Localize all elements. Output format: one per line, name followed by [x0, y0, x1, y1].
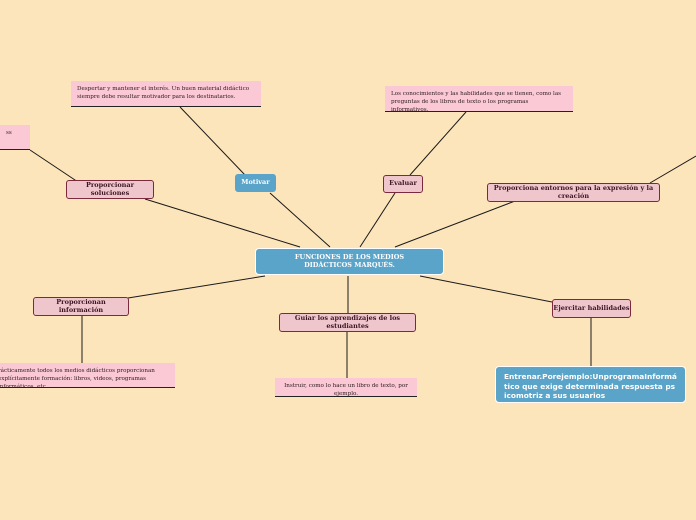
node-evaluar[interactable]: Evaluar	[383, 175, 423, 193]
central-topic-label: FUNCIONES DE LOS MEDIOS DIDÁCTICOS MARQU…	[294, 252, 405, 269]
node-proporcionar-soluciones[interactable]: Proporcionar soluciones	[66, 180, 154, 199]
note-proporcionar-soluciones-text: ss	[6, 130, 12, 136]
link-motivar-note	[179, 106, 246, 176]
note-motivar[interactable]: Despertar y mantener el interés. Un buen…	[71, 81, 261, 107]
node-guiar-aprendizajes[interactable]: Guiar los aprendizajes de los estudiante…	[279, 313, 416, 332]
note-guiar[interactable]: Instruir, como lo hace un libro de texto…	[275, 378, 417, 397]
node-proporciona-entornos[interactable]: Proporciona entornos para la expresión y…	[487, 183, 660, 202]
note-proporcionan-informacion-text: rácticamente todos los medios didácticos…	[0, 368, 155, 388]
node-proporcionan-informacion[interactable]: Proporcionan información	[33, 297, 129, 316]
note-proporcionar-soluciones-partial[interactable]: ss	[0, 125, 30, 150]
node-motivar-label: Motivar	[241, 178, 270, 187]
link-entornos-offscreen	[649, 155, 696, 184]
link-evaluar-note	[409, 111, 467, 176]
link-central-ejercitar	[419, 275, 553, 303]
link-central-entornos	[394, 200, 516, 248]
central-topic[interactable]: FUNCIONES DE LOS MEDIOS DIDÁCTICOS MARQU…	[255, 248, 444, 275]
note-guiar-text: Instruir, como lo hace un libro de texto…	[284, 383, 408, 397]
node-proporcionan-informacion-label: Proporcionan información	[56, 297, 106, 314]
link-central-soluciones	[144, 198, 301, 248]
link-soluciones-note	[29, 149, 79, 183]
card-ejercitar-example-text: Entrenar.Porejemplo:UnprogramaInformátic…	[504, 372, 677, 401]
node-ejercitar-habilidades[interactable]: Ejercitar habilidades	[552, 299, 631, 318]
node-proporcionar-soluciones-label: Proporcionar soluciones	[85, 180, 135, 197]
note-evaluar[interactable]: Los conocimientos y las habilidades que …	[385, 86, 573, 112]
node-guiar-aprendizajes-label: Guiar los aprendizajes de los estudiante…	[294, 313, 401, 330]
link-central-evaluar	[359, 192, 396, 248]
node-proporciona-entornos-label: Proporciona entornos para la expresión y…	[493, 183, 654, 200]
note-motivar-text: Despertar y mantener el interés. Un buen…	[77, 86, 250, 101]
card-ejercitar-example[interactable]: Entrenar.Porejemplo:UnprogramaInformátic…	[495, 366, 686, 403]
node-motivar[interactable]: Motivar	[235, 174, 276, 192]
note-proporcionan-informacion[interactable]: rácticamente todos los medios didácticos…	[0, 363, 175, 388]
link-central-informacion	[127, 275, 266, 299]
node-evaluar-label: Evaluar	[389, 179, 417, 188]
note-evaluar-text: Los conocimientos y las habilidades que …	[391, 91, 562, 112]
node-ejercitar-habilidades-label: Ejercitar habilidades	[553, 303, 630, 312]
link-central-motivar	[269, 192, 331, 248]
